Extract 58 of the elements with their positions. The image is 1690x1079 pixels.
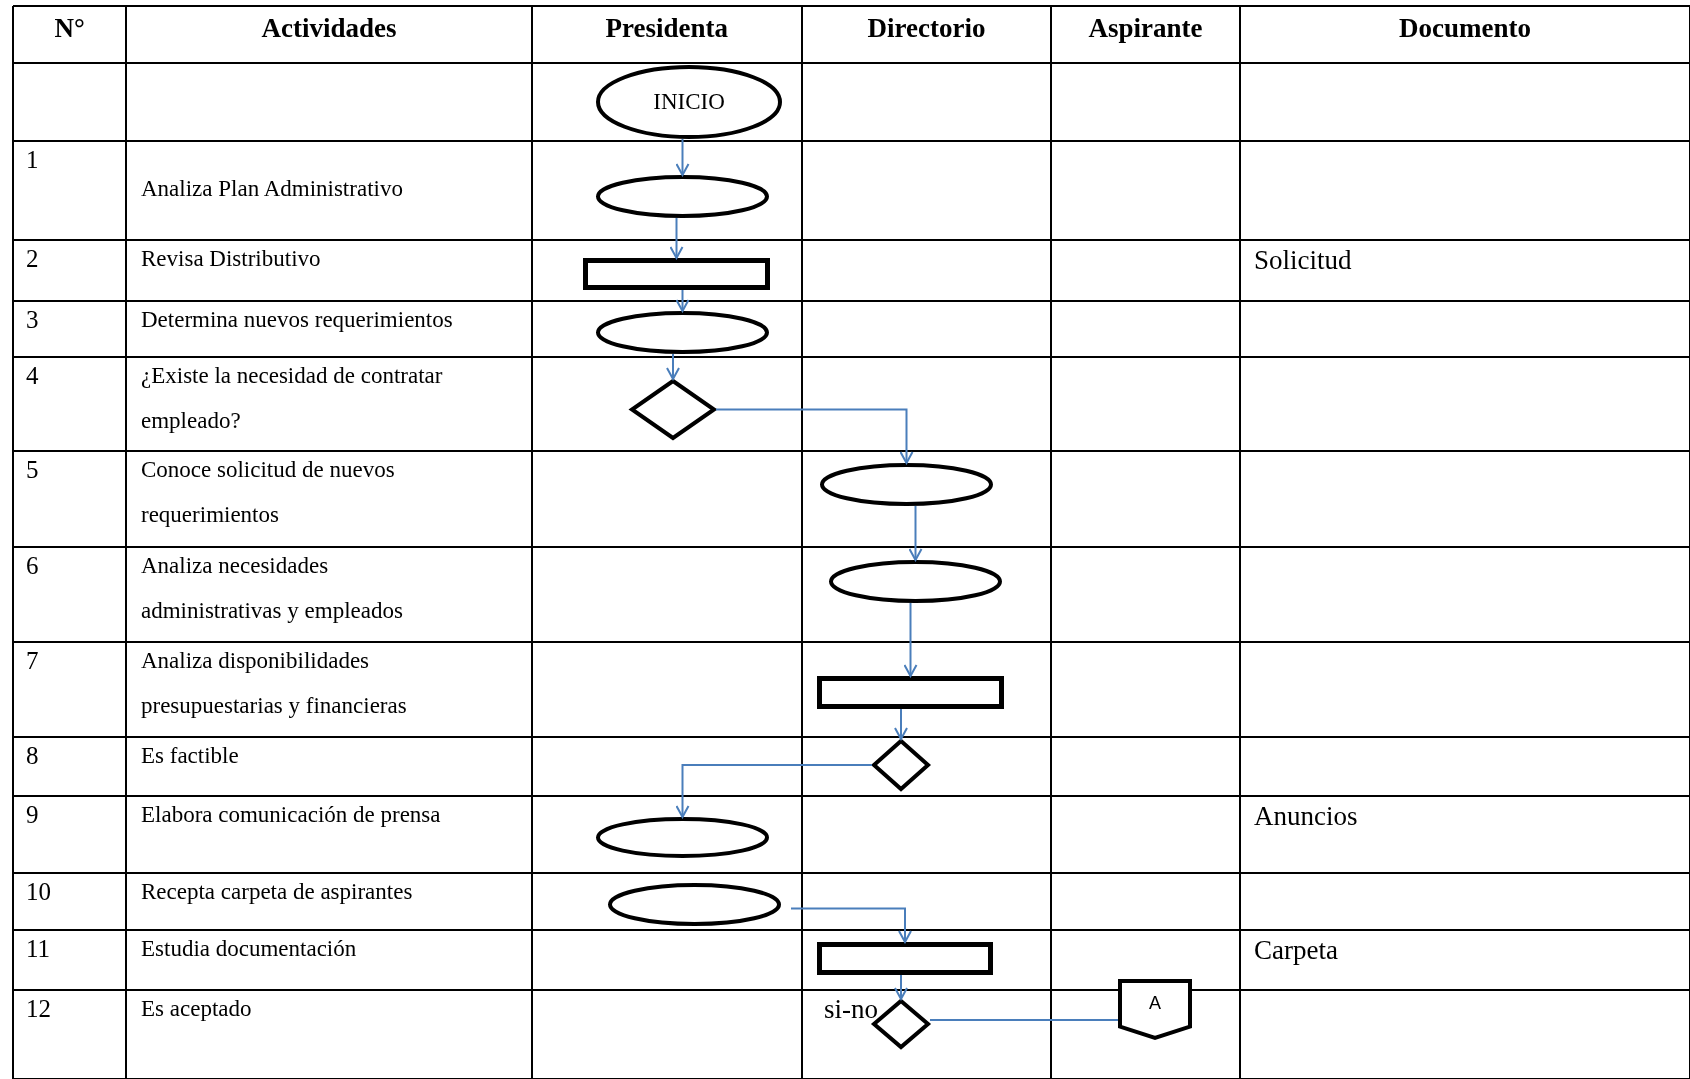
step-number: 1 <box>26 145 39 175</box>
arrow <box>903 602 918 677</box>
column-header: N° <box>54 12 85 45</box>
step-number: 12 <box>26 994 51 1024</box>
activity-text: Analiza necesidades administrativas y empleados <box>141 552 404 625</box>
step-number: 11 <box>26 934 51 964</box>
arrow <box>675 764 873 818</box>
arrow <box>675 138 690 176</box>
process-box <box>817 942 993 975</box>
process-box <box>583 258 770 290</box>
step-number: 7 <box>26 646 39 676</box>
step-number: 6 <box>26 551 39 581</box>
terminal-ellipse: INICIO <box>596 65 782 139</box>
column-header: Actividades <box>261 12 397 45</box>
activity-text: ¿Existe la necesidad de contratar empleado? <box>141 362 444 435</box>
branch-label: si-no <box>824 994 878 1024</box>
activity-text: Es aceptado <box>141 995 252 1023</box>
process-ellipse <box>596 311 769 354</box>
document-name: Solicitud <box>1254 244 1352 277</box>
arrow <box>908 505 923 561</box>
decision-diamond <box>630 379 716 440</box>
column-header: Presidenta <box>605 12 728 45</box>
arrow <box>715 408 914 464</box>
activity-text: Conoce solicitud de nuevos requerimientos <box>141 456 396 529</box>
step-number: 8 <box>26 741 39 771</box>
process-ellipse <box>596 175 769 218</box>
arrow <box>669 217 684 259</box>
step-number: 10 <box>26 877 51 907</box>
activity-text: Determina nuevos requerimientos <box>141 306 453 334</box>
offpage-connector: A <box>1118 979 1192 1040</box>
activity-text: Analiza disponibilidades presupuestarias y financieras <box>141 647 408 720</box>
arrow <box>666 353 680 380</box>
activity-text: Elabora comunicación de prensa <box>141 801 441 829</box>
arrow <box>675 289 690 312</box>
step-number: 4 <box>26 361 39 391</box>
activity-text: Estudia documentación <box>141 935 357 963</box>
column-header: Directorio <box>867 12 986 45</box>
activity-text: Es factible <box>141 742 239 770</box>
arrow <box>894 708 908 740</box>
arrow <box>790 907 912 943</box>
step-number: 9 <box>26 800 39 830</box>
activity-text: Recepta carpeta de aspirantes <box>141 878 413 906</box>
column-header: Documento <box>1399 12 1531 45</box>
step-number: 5 <box>26 455 39 485</box>
process-ellipse <box>820 463 993 506</box>
process-box <box>817 676 1004 709</box>
step-number: 2 <box>26 244 39 274</box>
column-header: Aspirante <box>1088 12 1203 45</box>
activity-text: Revisa Distributivo <box>141 245 321 273</box>
step-number: 3 <box>26 305 39 335</box>
arrow <box>894 974 908 1000</box>
process-ellipse <box>829 560 1002 603</box>
document-name: Carpeta <box>1254 934 1338 967</box>
process-ellipse <box>608 883 781 926</box>
process-ellipse <box>596 817 769 858</box>
document-name: Anuncios <box>1254 800 1358 833</box>
decision-diamond <box>872 739 930 791</box>
activity-text: Analiza Plan Administrativo <box>141 175 403 203</box>
